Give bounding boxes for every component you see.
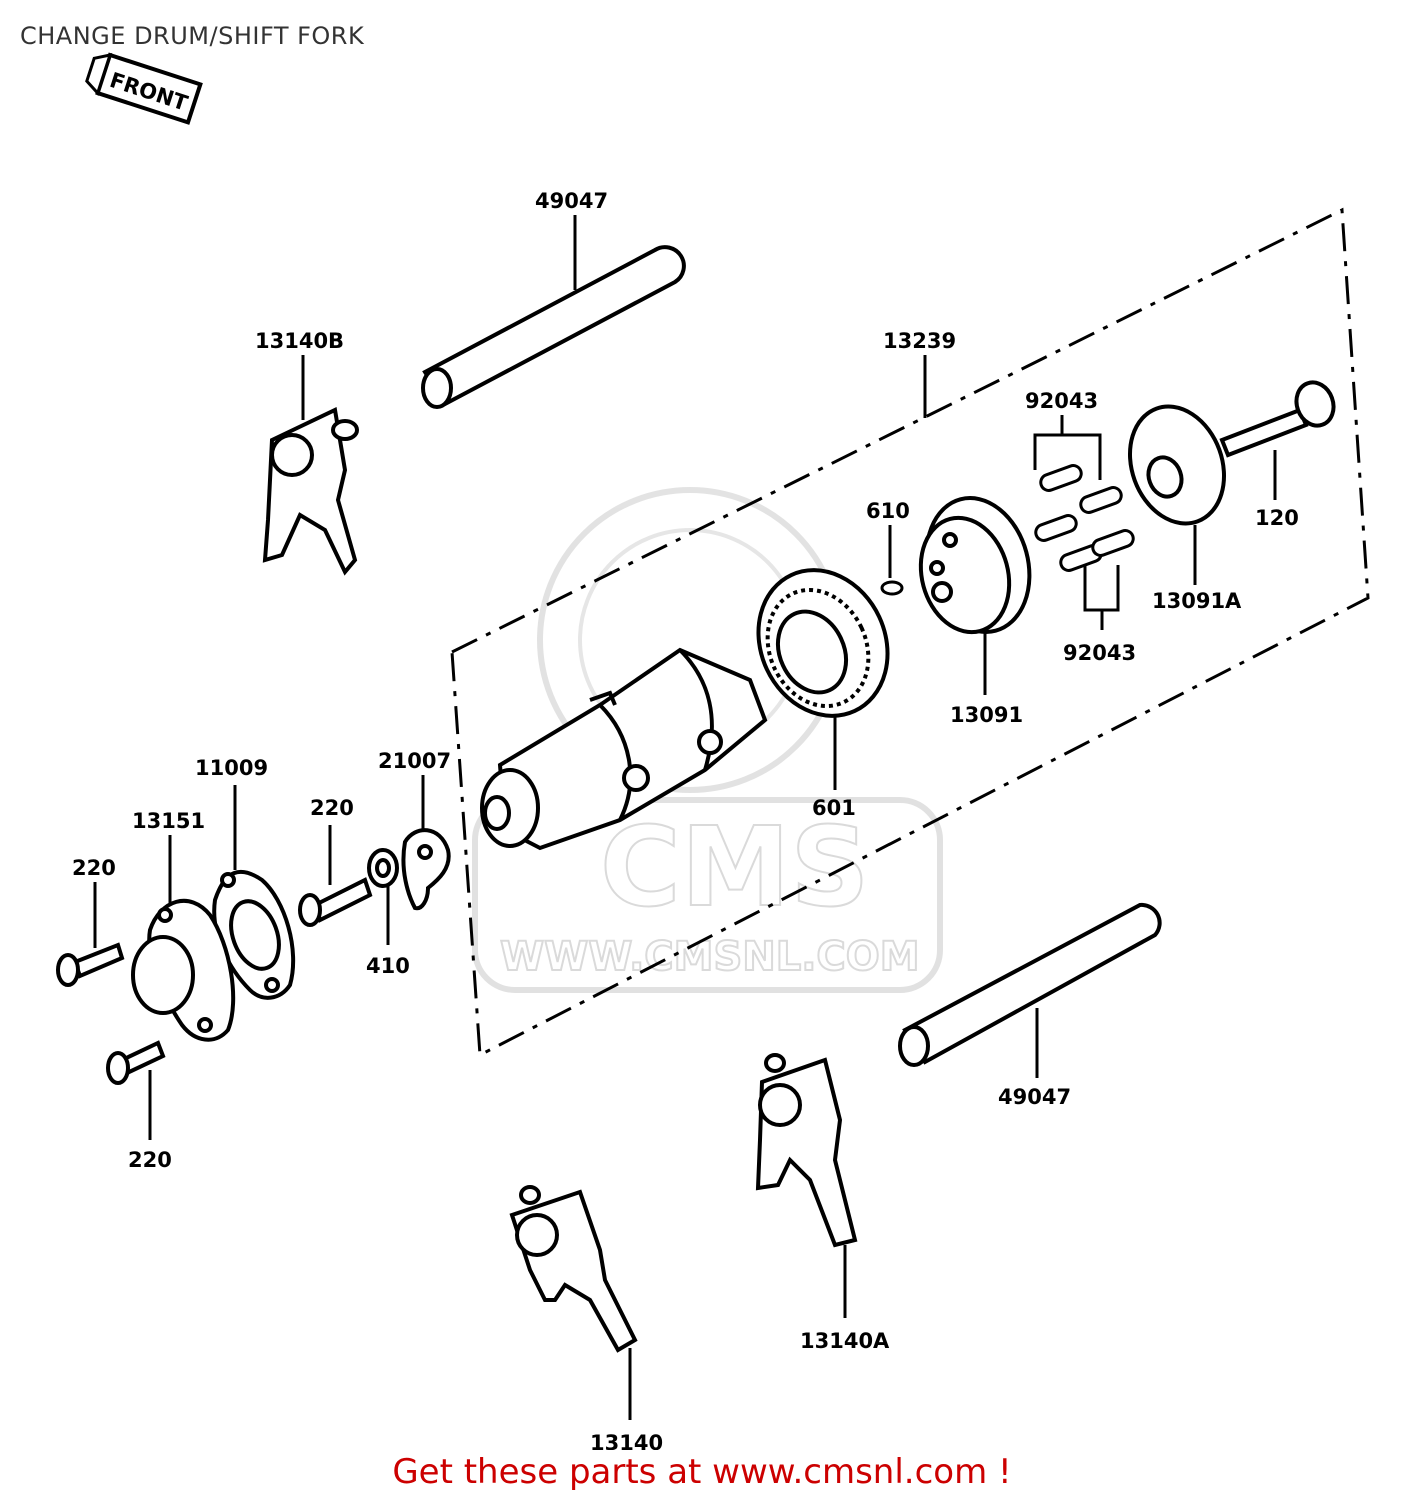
- label-13140b: 13140B: [255, 329, 344, 353]
- watermark-url: WWW.CMSNL.COM: [500, 934, 920, 980]
- bolt-220-bottom: [106, 1040, 166, 1085]
- label-13239: 13239: [883, 329, 956, 353]
- label-13140: 13140: [590, 1431, 663, 1450]
- bolt-120: [1219, 380, 1336, 458]
- washer-410: [367, 848, 399, 888]
- label-220-left: 220: [72, 856, 116, 880]
- label-13140a: 13140A: [800, 1329, 890, 1353]
- watermark: CMS WWW.CMSNL.COM: [472, 487, 943, 993]
- shift-shaft-top: [421, 245, 686, 409]
- washer-13091a: [1127, 404, 1227, 526]
- bolt-220-middle: [298, 877, 373, 927]
- label-13091a: 13091A: [1152, 589, 1242, 613]
- shift-shaft-bottom: [898, 902, 1162, 1067]
- pins-92043: [1034, 464, 1135, 572]
- shift-fork-13140a: [755, 1053, 858, 1248]
- footer-link-text[interactable]: Get these parts at www.cmsnl.com !: [392, 1452, 1012, 1492]
- diagram-title: CHANGE DRUM/SHIFT FORK: [20, 22, 365, 50]
- label-410: 410: [366, 954, 410, 978]
- cover-13151: [131, 898, 236, 1042]
- label-49047-top: 49047: [535, 189, 608, 213]
- label-610: 610: [866, 499, 910, 523]
- label-13151: 13151: [132, 809, 205, 833]
- label-220-bottom: 220: [128, 1148, 172, 1172]
- leader-lines: [93, 215, 1277, 1420]
- change-drum: [480, 647, 768, 851]
- label-21007: 21007: [378, 749, 451, 773]
- bolt-220-left: [56, 942, 125, 987]
- label-92043-top: 92043: [1025, 389, 1098, 413]
- label-120: 120: [1255, 506, 1299, 530]
- pin-610: [880, 580, 904, 596]
- part-labels: 49047 13140B 13239 92043 610 120 13091A …: [72, 189, 1299, 1450]
- gasket-11009: [212, 869, 296, 1000]
- shift-fork-13140: [509, 1185, 638, 1353]
- drum-cam-13091: [918, 496, 1032, 635]
- label-92043-bottom: 92043: [1063, 641, 1136, 665]
- watermark-brand: CMS: [600, 803, 869, 931]
- label-49047-bottom: 49047: [998, 1085, 1071, 1109]
- parts-diagram: CMS WWW.CMSNL.COM FRONT: [56, 52, 1370, 1450]
- label-220-middle: 220: [310, 796, 354, 820]
- shift-fork-13140b: [262, 407, 359, 576]
- label-601: 601: [812, 796, 856, 820]
- bearing-601: [756, 568, 890, 718]
- front-tag: FRONT: [85, 52, 203, 125]
- label-13091: 13091: [950, 703, 1023, 727]
- label-11009: 11009: [195, 756, 268, 780]
- plate-21007: [401, 828, 451, 911]
- assembly-outline: [450, 207, 1370, 1058]
